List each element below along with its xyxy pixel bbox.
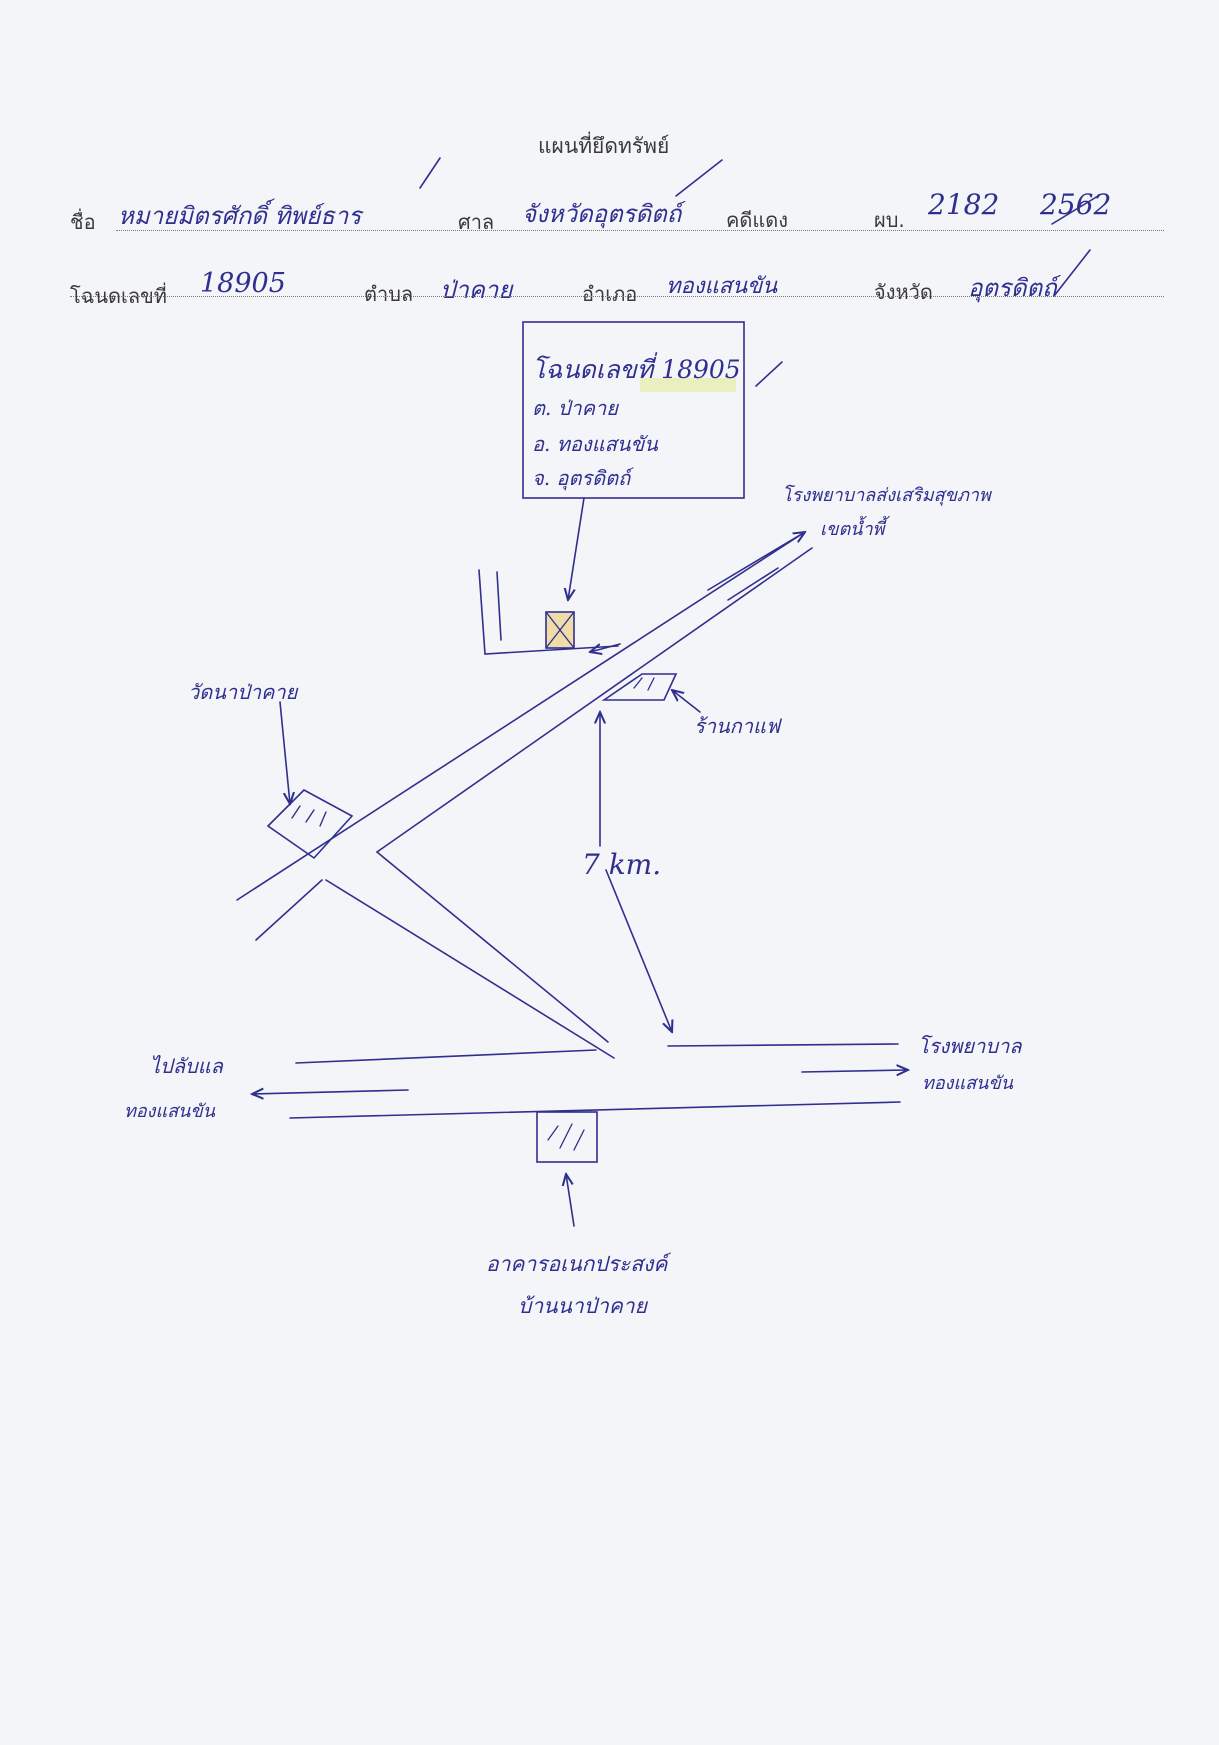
province-value: อุตรดิตถ์ [968,274,1057,302]
distance-arrow-down [605,869,672,1032]
case-year: 2562 [1040,188,1112,221]
branch-road-left [325,879,615,1059]
bottom-label-line1: อาคารอเนกประสงค์ [486,1252,668,1276]
checkmark-2 [675,159,723,197]
deed-box-line2: ต. ป่าคาย [532,396,618,420]
plot-boundary-inner [496,571,502,641]
row1-underline [116,230,1164,231]
case-label: คดีแดง [726,208,789,232]
deed-box-line3: อ. ทองแสนขัน [532,432,658,456]
horizontal-road-bottom [289,1101,901,1119]
case-number: 2182 [928,188,1000,221]
hospital-label-line2: เขตน้ำพี้ [820,519,885,540]
distance-label: 7 km. [582,848,662,881]
left-destination-line2: ทองแสนขัน [124,1101,215,1122]
temple-label: วัดนาป่าคาย [188,680,298,704]
checkmark-3 [1051,195,1099,225]
deed-highlight [640,378,736,392]
temple-arrow [279,701,290,804]
deed-box [522,321,745,499]
right-destination-line1: โรงพยาบาล [918,1034,1022,1058]
deed-box-line1: โฉนดเลขที่ 18905 [532,355,741,384]
subdistrict-label: ตำบล [364,282,414,306]
case-prefix: ผบ. [874,208,905,232]
coffee-shop-label: ร้านกาแฟ [694,714,781,738]
left-arrow [252,1090,409,1094]
name-label: ชื่อ [70,210,96,234]
building-marker [536,1111,598,1163]
right-arrow [801,1070,908,1072]
checkmark-4 [1053,249,1091,297]
main-road-arrow [707,532,805,591]
deed-box-line4: จ. อุตรดิตถ์ [532,466,631,490]
main-road-lower-edge [255,879,323,941]
deed-value: 18905 [200,268,286,299]
right-destination-line2: ทองแสนขัน [922,1073,1013,1094]
district-label: อำเภอ [582,282,638,306]
checkmark-1 [419,157,441,189]
deed-box-arrow [568,497,585,600]
court-value: จังหวัดอุตรดิตถ์ [522,200,682,228]
main-road-dashes [727,567,779,601]
branch-road-right [376,851,609,1043]
name-value: หมายมิตรศักดิ์ ทิพย์ธาร [118,202,362,230]
coffee-shop-arrow [672,690,701,713]
coffee-shop-marker [601,673,678,701]
building-arrow [566,1174,575,1227]
province-label: จังหวัด [874,280,933,304]
bottom-label-line2: บ้านนาป่าคาย [518,1294,647,1318]
document-title: แผนที่ยึดทรัพย์ [538,134,670,158]
hospital-label: โรงพยาบาลส่งเสริมสุขภาพ [782,485,991,506]
checkmark-5 [755,361,783,387]
district-value: ทองแสนขัน [666,274,778,299]
left-destination-line1: ไปลับแล [150,1054,223,1078]
temple-marker [266,789,354,860]
subdistrict-value: ป่าคาย [440,276,513,304]
row2-underline [70,296,1164,297]
horizontal-road-top [295,1049,597,1064]
